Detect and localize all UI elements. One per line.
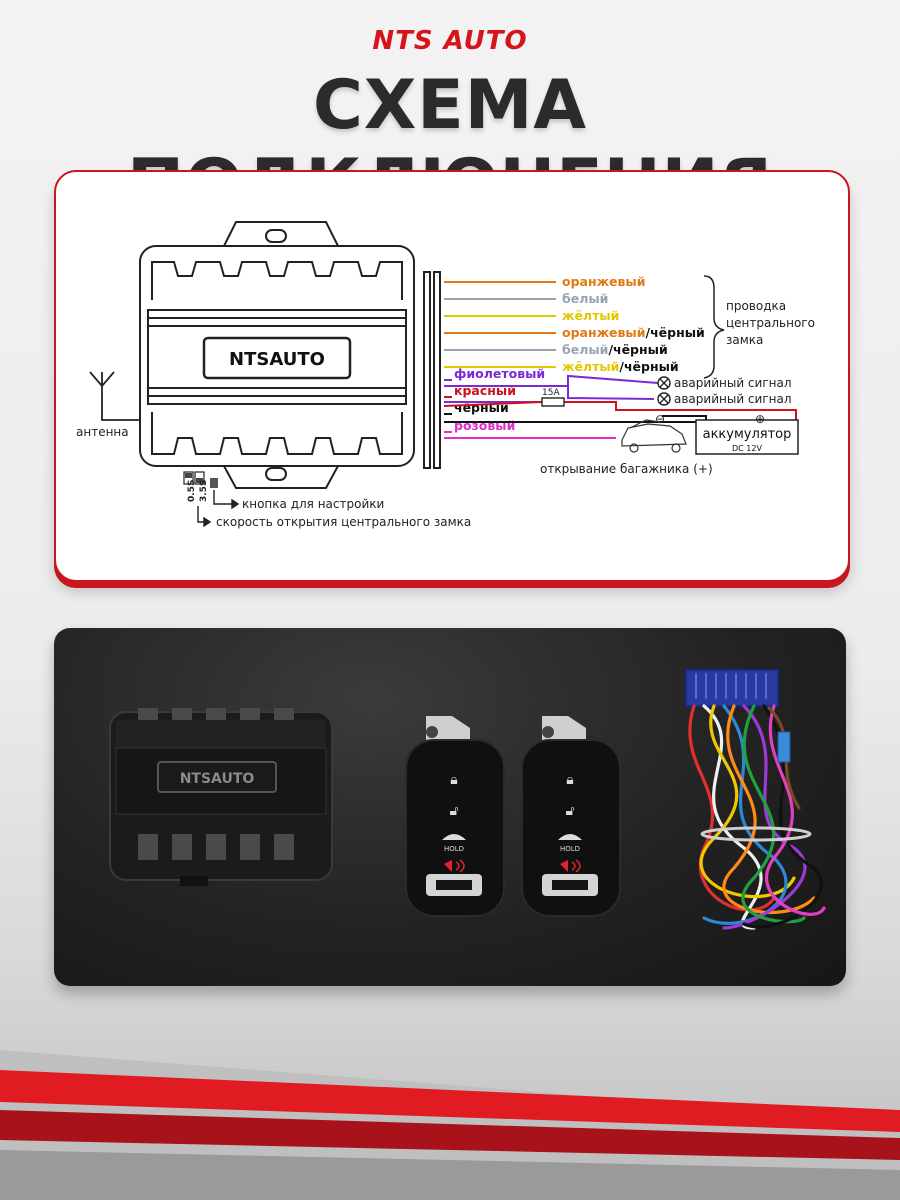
svg-text:🔒︎: 🔒︎ bbox=[566, 772, 573, 788]
hazard-lamp-icon bbox=[657, 376, 671, 406]
setup-button-label: кнопка для настройки bbox=[242, 497, 384, 511]
wire-harness: оранжевый белый жёлтый оранжевый/чёрный белы… bbox=[443, 274, 797, 439]
fuse-label: 15A bbox=[542, 388, 560, 398]
wire-label-0: оранжевый bbox=[562, 274, 646, 289]
svg-text:🔓︎: 🔓︎ bbox=[449, 803, 458, 819]
svg-text:🔓︎: 🔓︎ bbox=[565, 803, 574, 819]
product-photo-card: NTSAUTO 🔒︎ 🔓︎ HOLD 🔒︎ 🔓︎ HOLD bbox=[54, 628, 846, 986]
battery-label: аккумулятор bbox=[703, 427, 792, 442]
trunk-label: открывание багажника (+) bbox=[540, 462, 713, 476]
battery-icon bbox=[695, 419, 799, 455]
remote-key-2: 🔒︎ 🔓︎ HOLD bbox=[521, 716, 621, 917]
speed-label: скорость открытия центрального замка bbox=[216, 515, 471, 529]
decorative-stripes bbox=[0, 1050, 900, 1200]
central-lock-label-1: проводка bbox=[726, 299, 786, 313]
antenna-icon bbox=[89, 371, 140, 421]
battery-minus: ⊖ bbox=[655, 412, 665, 426]
callout-arrows bbox=[197, 490, 240, 528]
wire-label-9: розовый bbox=[454, 418, 515, 433]
hold-label-1: HOLD bbox=[444, 845, 464, 853]
svg-text:🔒︎: 🔒︎ bbox=[450, 772, 457, 788]
dip-switch-icon bbox=[183, 471, 218, 488]
brand-logo: NTS AUTO bbox=[372, 26, 528, 56]
wire-label-3: оранжевый/чёрный bbox=[562, 325, 705, 340]
wiring-diagram: NTSAUTO антенна оранжевыйбелыйжёлтыйоран… bbox=[76, 221, 815, 529]
antenna-label: антенна bbox=[76, 425, 129, 439]
central-lock-label-3: замка bbox=[726, 333, 763, 347]
wire-label-5: жёлтый/чёрный bbox=[562, 359, 679, 374]
remote-key-1: 🔒︎ 🔓︎ HOLD bbox=[405, 716, 505, 917]
control-unit-drawing bbox=[139, 221, 441, 489]
switch-label-2: 0.5S bbox=[187, 480, 197, 502]
wire-label-4: белый/чёрный bbox=[562, 342, 668, 357]
switch-label-1: 3.5S bbox=[199, 480, 209, 502]
battery-spec: DC 12V bbox=[732, 444, 762, 453]
central-lock-label-2: центрального bbox=[726, 316, 815, 330]
wire-label-2: жёлтый bbox=[562, 308, 619, 323]
wire-label-1: белый bbox=[562, 291, 608, 306]
unit-logo: NTSAUTO bbox=[229, 349, 325, 370]
central-lock-bracket bbox=[703, 275, 725, 379]
wire-route-3 bbox=[444, 415, 707, 423]
kit-illustration: NTSAUTO 🔒︎ 🔓︎ HOLD 🔒︎ 🔓︎ HOLD bbox=[109, 669, 826, 930]
wire-label-6: фиолетовый bbox=[454, 366, 545, 381]
control-unit-photo bbox=[109, 708, 333, 886]
hazard-label-1: аварийный сигнал bbox=[674, 376, 792, 390]
wire-harness-photo bbox=[685, 669, 826, 930]
hazard-label-2: аварийный сигнал bbox=[674, 392, 792, 406]
hold-label-2: HOLD bbox=[560, 845, 580, 853]
car-trunk-icon bbox=[621, 419, 687, 453]
photo-unit-logo: NTSAUTO bbox=[180, 771, 255, 787]
fuse-icon bbox=[541, 397, 565, 407]
wire-route-2 bbox=[443, 401, 797, 420]
battery-plus: ⊕ bbox=[755, 412, 765, 426]
